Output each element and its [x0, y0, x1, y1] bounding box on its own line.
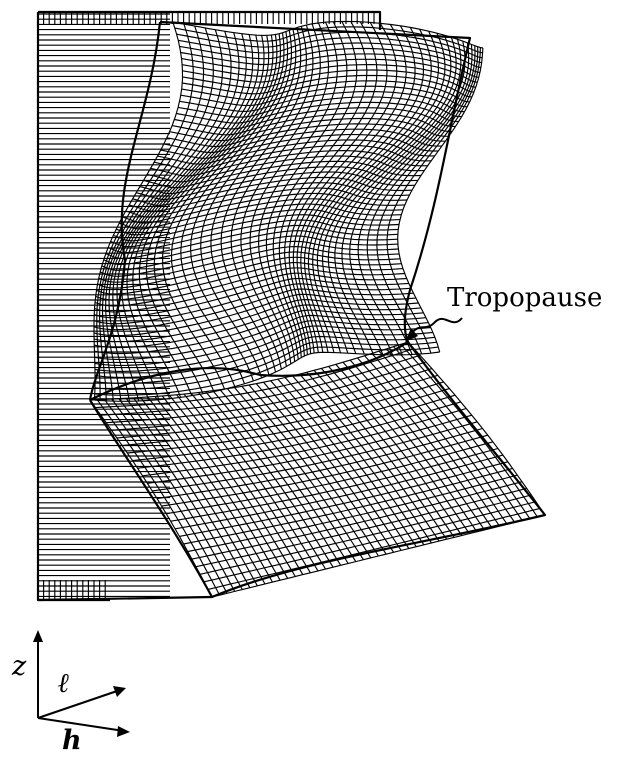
upper-mesh-line [97, 257, 402, 294]
upper-mesh-line [182, 54, 479, 78]
h-axis-arrowhead [117, 726, 130, 737]
lower-mesh-line [208, 508, 541, 589]
tropopause-pointer [411, 318, 462, 334]
z-axis-label: z [12, 653, 26, 680]
axes-indicator [33, 630, 130, 737]
lower-mesh-line [204, 502, 536, 582]
z-axis-arrowhead [33, 630, 43, 642]
h-axis-label: h [62, 727, 82, 754]
upper-surface-mesh [94, 21, 483, 401]
front-fold-outline [38, 597, 212, 600]
tropopause-label: Tropopause [447, 283, 602, 313]
l-axis-label: ℓ [58, 670, 70, 697]
upper-mesh-line [98, 252, 401, 288]
lower-surface-mesh [90, 342, 545, 597]
l-axis-line [38, 690, 120, 718]
